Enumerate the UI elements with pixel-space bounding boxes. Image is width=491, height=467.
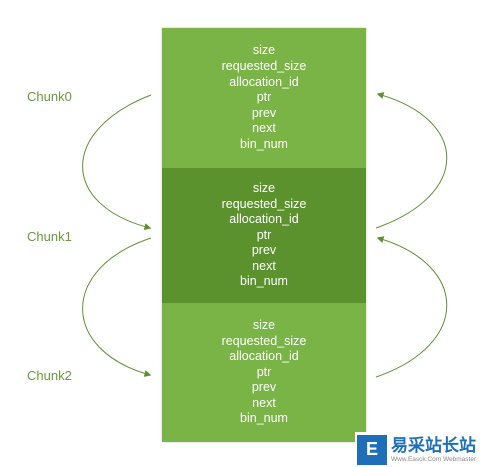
chunk-1-label: Chunk1	[27, 229, 72, 244]
chunk-0-field-next: next	[252, 121, 276, 136]
chunk-0-block: size requested_size allocation_id ptr pr…	[162, 28, 366, 168]
chunk-2-field-ptr: ptr	[256, 364, 272, 379]
chunk-0-field-size: size	[252, 43, 276, 58]
chunk-0-field-allocation-id: allocation_id	[229, 74, 299, 89]
chunk-1-field-prev: prev	[251, 243, 277, 258]
watermark-logo-icon: E	[357, 434, 387, 465]
watermark-text: 易采站长站 Www.Easck.Com Webmaster	[391, 436, 476, 464]
chunk-stack: size requested_size allocation_id ptr pr…	[162, 28, 366, 442]
chunk-2-field-allocation-id: allocation_id	[229, 349, 299, 364]
watermark-subtitle: Www.Easck.Com Webmaster	[391, 455, 477, 463]
chunk-1-field-allocation-id: allocation_id	[229, 212, 299, 227]
chunk-0-field-requested-size: requested_size	[221, 59, 307, 74]
chunk-2-label: Chunk2	[27, 368, 72, 383]
chunk-2-field-next: next	[252, 395, 276, 410]
chunk-1-field-next: next	[252, 258, 276, 273]
next-arrow-chunk1-to-chunk2	[82, 237, 152, 377]
chunk-2-field-prev: prev	[251, 380, 277, 395]
chunk-2-block: size requested_size allocation_id ptr pr…	[162, 303, 366, 442]
chunk-2-field-requested-size: requested_size	[221, 333, 307, 348]
chunk-0-field-ptr: ptr	[256, 90, 272, 105]
prev-arrow-chunk1-to-chunk0	[375, 92, 448, 229]
chunk-0-label: Chunk0	[27, 89, 72, 104]
watermark-title: 易采站长站	[391, 435, 476, 455]
chunk-1-field-size: size	[252, 180, 276, 195]
chunk-2-field-bin-num: bin_num	[240, 411, 288, 426]
next-arrow-chunk0-to-chunk1	[82, 94, 152, 230]
chunk-0-field-prev: prev	[251, 105, 277, 120]
chunk-1-field-bin-num: bin_num	[240, 274, 288, 289]
site-watermark: E 易采站长站 Www.Easck.Com Webmaster	[355, 432, 491, 467]
chunk-2-field-size: size	[252, 317, 276, 332]
chunk-1-field-requested-size: requested_size	[221, 196, 307, 211]
prev-arrow-chunk2-to-chunk1	[375, 236, 448, 378]
chunk-1-block: size requested_size allocation_id ptr pr…	[162, 168, 366, 303]
chunk-0-field-bin-num: bin_num	[240, 136, 288, 151]
chunk-1-field-ptr: ptr	[256, 227, 272, 242]
